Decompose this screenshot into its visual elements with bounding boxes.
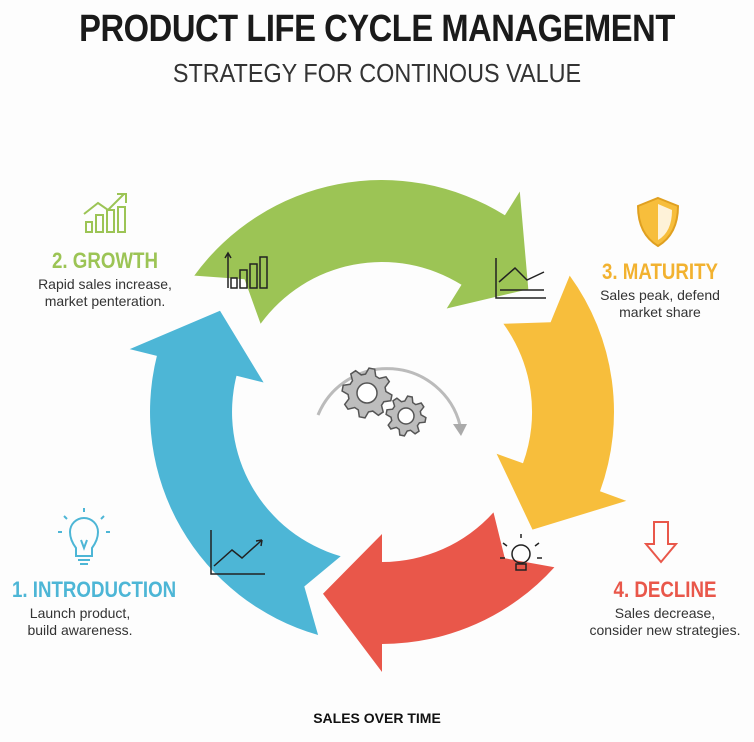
gears-icon (316, 367, 467, 437)
description-line: market share (619, 304, 701, 320)
line-chart-icon (210, 530, 265, 575)
description-line: build awareness. (27, 622, 133, 638)
lightbulb-icon (58, 508, 110, 565)
gear-hole (397, 407, 415, 425)
growth-arrow (194, 180, 529, 324)
stage-title: 2. GROWTH (52, 248, 158, 273)
stage-introduction: 1. INTRODUCTION Launch product,build awa… (0, 577, 177, 639)
decline-arrow (323, 512, 555, 672)
stage-decline: 4. DECLINE Sales decrease,consider new s… (575, 577, 754, 639)
introduction-arrow (129, 310, 341, 635)
plateau-chart-icon (495, 258, 546, 299)
growth-chart-icon (83, 193, 127, 233)
stage-description: Launch product,build awareness. (0, 605, 160, 639)
stage-description: Rapid sales increase,market penteration. (20, 276, 190, 310)
page-subtitle: STRATEGY FOR CONTINOUS VALUE (172, 58, 582, 88)
bar-chart-icon (224, 251, 268, 289)
description-line: Sales peak, defend (600, 287, 720, 303)
footer-label: SALES OVER TIME (313, 710, 441, 726)
stage-title: 3. MATURITY (601, 259, 718, 284)
stage-growth: 2. GROWTH Rapid sales increase,market pe… (20, 248, 190, 310)
description-line: Sales decrease, (614, 605, 716, 621)
shield-icon (636, 196, 680, 248)
description-line: consider new strategies. (589, 622, 741, 638)
description-line: market penteration. (44, 293, 166, 309)
gear-hole (356, 382, 378, 404)
description-line: Rapid sales increase, (38, 276, 172, 292)
down-arrow-icon (643, 521, 679, 564)
description-line: Launch product, (29, 605, 131, 621)
stage-title: 4. DECLINE (613, 577, 717, 602)
maturity-arrow (496, 275, 627, 530)
stage-title: 1. INTRODUCTION (12, 577, 177, 602)
page-title: PRODUCT LIFE CYCLE MANAGEMENT (79, 8, 675, 50)
stage-description: Sales decrease,consider new strategies. (575, 605, 754, 639)
dim-bulb-icon (500, 534, 542, 571)
